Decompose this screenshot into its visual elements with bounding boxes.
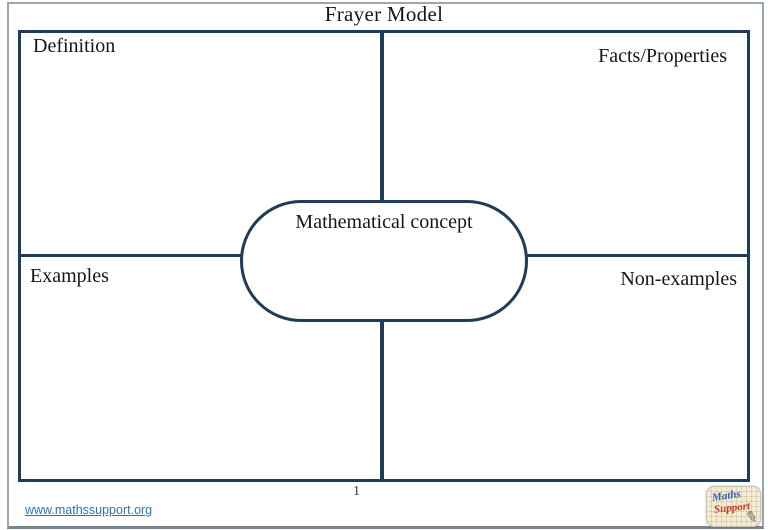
center-concept-oval: Mathematical concept (240, 200, 528, 322)
footer-website-link[interactable]: www.mathssupport.org (25, 503, 153, 517)
quadrant-label-facts-properties: Facts/Properties (598, 45, 727, 67)
quadrant-label-examples: Examples (30, 265, 109, 287)
quadrant-label-non-examples: Non-examples (620, 268, 737, 290)
center-concept-label: Mathematical concept (295, 211, 473, 233)
pencil-icon: ✎ (743, 508, 760, 527)
quadrant-label-definition: Definition (33, 35, 116, 57)
page-title: Frayer Model (324, 2, 444, 26)
maths-support-logo: Maths Support ✎ (706, 486, 761, 527)
page-number: 1 (353, 484, 360, 499)
